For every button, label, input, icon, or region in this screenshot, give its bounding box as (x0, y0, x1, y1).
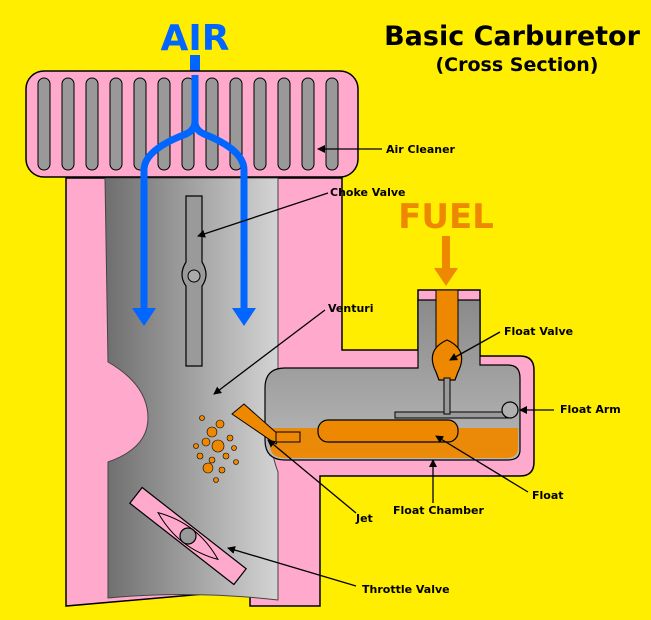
float-valve-stem (443, 377, 451, 415)
float-arm-pivot (501, 401, 519, 419)
label-venturi: Venturi (328, 302, 374, 315)
label-choke-valve: Choke Valve (330, 186, 406, 199)
label-air-cleaner: Air Cleaner (386, 143, 456, 156)
choke-valve-shaft (187, 269, 201, 283)
air-flow-arrows (140, 75, 248, 312)
air-inlet-stem (190, 55, 200, 77)
title: Basic Carburetor (384, 21, 641, 52)
air-label: AIR (161, 18, 230, 59)
air-arrow-head-left (132, 308, 156, 326)
leader-lines (197, 145, 554, 587)
fuel-spray (193, 415, 239, 483)
label-float-valve: Float Valve (504, 325, 573, 338)
float-arm (394, 411, 511, 419)
fuel-arrow-stem (442, 236, 450, 270)
air-arrow-head-right (232, 308, 256, 326)
fuel-label: FUEL (398, 197, 494, 237)
throttle-valve-shaft (179, 527, 197, 545)
subtitle: (Cross Section) (436, 54, 599, 76)
label-float-chamber: Float Chamber (393, 504, 484, 517)
jet-feed (275, 431, 301, 443)
label-float-arm: Float Arm (560, 403, 621, 416)
float (317, 419, 459, 443)
fuel-arrow-head (434, 268, 458, 286)
float-valve (431, 339, 463, 381)
label-float: Float (532, 489, 564, 502)
label-jet: Jet (355, 512, 373, 525)
label-throttle-valve: Throttle Valve (362, 583, 450, 596)
air-cleaner-fins (37, 77, 339, 171)
